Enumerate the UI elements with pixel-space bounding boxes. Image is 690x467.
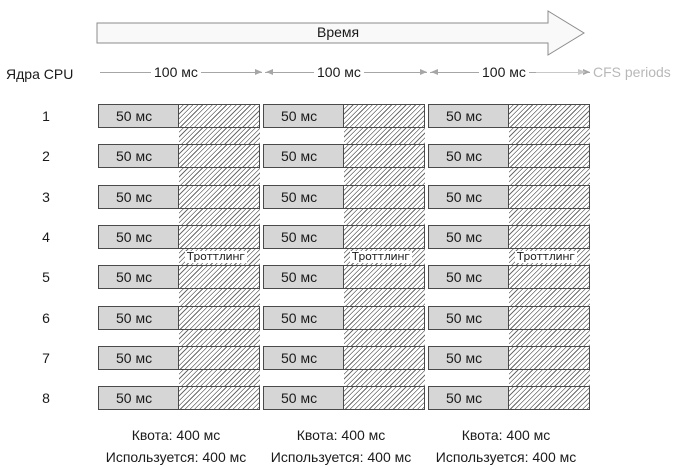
throttle-bridge xyxy=(344,168,425,185)
throttle-bridge xyxy=(179,128,260,144)
cpu-used-block: 50 мс xyxy=(263,386,344,410)
cpu-used-block: 50 мс xyxy=(263,144,344,168)
cpu-used-block: 50 мс xyxy=(428,265,509,289)
throttle-bridge xyxy=(509,370,590,386)
cpu-used-block: 50 мс xyxy=(98,225,179,249)
throttled-block xyxy=(344,225,425,249)
throttled-block xyxy=(179,306,260,330)
throttled-block xyxy=(509,346,590,370)
throttle-bridge xyxy=(344,370,425,386)
throttled-block xyxy=(344,306,425,330)
cpu-used-block: 50 мс xyxy=(98,265,179,289)
throttled-block xyxy=(344,144,425,168)
period-arrowhead xyxy=(583,69,590,75)
throttled-block xyxy=(509,265,590,289)
throttle-bridge xyxy=(179,370,260,386)
throttled-block xyxy=(179,265,260,289)
throttled-block xyxy=(179,185,260,209)
cpu-used-block: 50 мс xyxy=(428,225,509,249)
cpu-used-block: 50 мс xyxy=(263,185,344,209)
throttle-bridge xyxy=(509,209,590,225)
cfs-arrowhead xyxy=(578,69,586,75)
core-number: 8 xyxy=(42,390,50,406)
period-arrowhead xyxy=(431,69,438,75)
throttle-bridge xyxy=(179,168,260,185)
core-number: 1 xyxy=(42,108,50,124)
period-length-label: 100 мс xyxy=(151,64,201,80)
core-number: 5 xyxy=(42,269,50,285)
throttle-bridge xyxy=(179,330,260,346)
cpu-used-block: 50 мс xyxy=(263,104,344,128)
used-total-label: Используется: 400 мс xyxy=(270,449,412,465)
cpu-used-block: 50 мс xyxy=(263,306,344,330)
throttle-bridge xyxy=(509,330,590,346)
cpu-used-block: 50 мс xyxy=(428,386,509,410)
throttle-bridge xyxy=(344,330,425,346)
cpu-used-block: 50 мс xyxy=(98,104,179,128)
quota-label: Квота: 400 мс xyxy=(131,427,221,443)
cpu-used-block: 50 мс xyxy=(428,104,509,128)
throttled-block xyxy=(344,104,425,128)
cpu-used-block: 50 мс xyxy=(98,346,179,370)
cpu-used-block: 50 мс xyxy=(98,386,179,410)
cfs-arrow-line xyxy=(536,72,578,73)
throttled-block xyxy=(344,346,425,370)
throttled-block xyxy=(509,386,590,410)
cpu-used-block: 50 мс xyxy=(428,185,509,209)
throttle-bridge xyxy=(344,128,425,144)
period-arrowhead xyxy=(255,69,262,75)
throttled-block xyxy=(344,185,425,209)
used-total-label: Используется: 400 мс xyxy=(105,449,247,465)
core-number: 3 xyxy=(42,189,50,205)
throttled-block xyxy=(179,144,260,168)
period-arrowhead xyxy=(420,69,427,75)
cores-axis-label: Ядра CPU xyxy=(6,66,74,82)
throttled-block xyxy=(179,386,260,410)
time-arrow xyxy=(96,10,585,56)
core-number: 6 xyxy=(42,310,50,326)
throttling-label: Троттлинг xyxy=(515,250,577,263)
time-arrow-label: Время xyxy=(317,24,360,40)
throttled-block xyxy=(509,185,590,209)
throttle-bridge xyxy=(509,289,590,306)
core-number: 7 xyxy=(42,350,50,366)
throttle-bridge xyxy=(179,209,260,225)
cpu-used-block: 50 мс xyxy=(428,346,509,370)
throttle-bridge xyxy=(509,168,590,185)
cpu-used-block: 50 мс xyxy=(263,225,344,249)
cpu-used-block: 50 мс xyxy=(263,346,344,370)
period-length-label: 100 мс xyxy=(479,64,529,80)
throttling-label: Троттлинг xyxy=(350,250,412,263)
used-total-label: Используется: 400 мс xyxy=(435,449,577,465)
period-arrowhead xyxy=(266,69,273,75)
throttled-block xyxy=(179,225,260,249)
cpu-used-block: 50 мс xyxy=(428,306,509,330)
cpu-used-block: 50 мс xyxy=(98,185,179,209)
throttle-bridge xyxy=(179,289,260,306)
throttle-bridge xyxy=(344,209,425,225)
cpu-used-block: 50 мс xyxy=(428,144,509,168)
core-number: 2 xyxy=(42,148,50,164)
throttled-block xyxy=(179,104,260,128)
throttled-block xyxy=(509,225,590,249)
throttling-label: Троттлинг xyxy=(185,250,247,263)
cpu-used-block: 50 мс xyxy=(98,306,179,330)
cpu-used-block: 50 мс xyxy=(263,265,344,289)
throttled-block xyxy=(509,144,590,168)
quota-label: Квота: 400 мс xyxy=(296,427,386,443)
cfs-periods-label: CFS periods xyxy=(593,64,671,80)
throttle-bridge xyxy=(344,289,425,306)
cpu-used-block: 50 мс xyxy=(98,144,179,168)
period-length-label: 100 мс xyxy=(314,64,364,80)
throttle-bridge xyxy=(509,128,590,144)
throttled-block xyxy=(344,386,425,410)
throttled-block xyxy=(179,346,260,370)
core-number: 4 xyxy=(42,229,50,245)
throttled-block xyxy=(509,104,590,128)
throttled-block xyxy=(509,306,590,330)
throttled-block xyxy=(344,265,425,289)
quota-label: Квота: 400 мс xyxy=(461,427,551,443)
